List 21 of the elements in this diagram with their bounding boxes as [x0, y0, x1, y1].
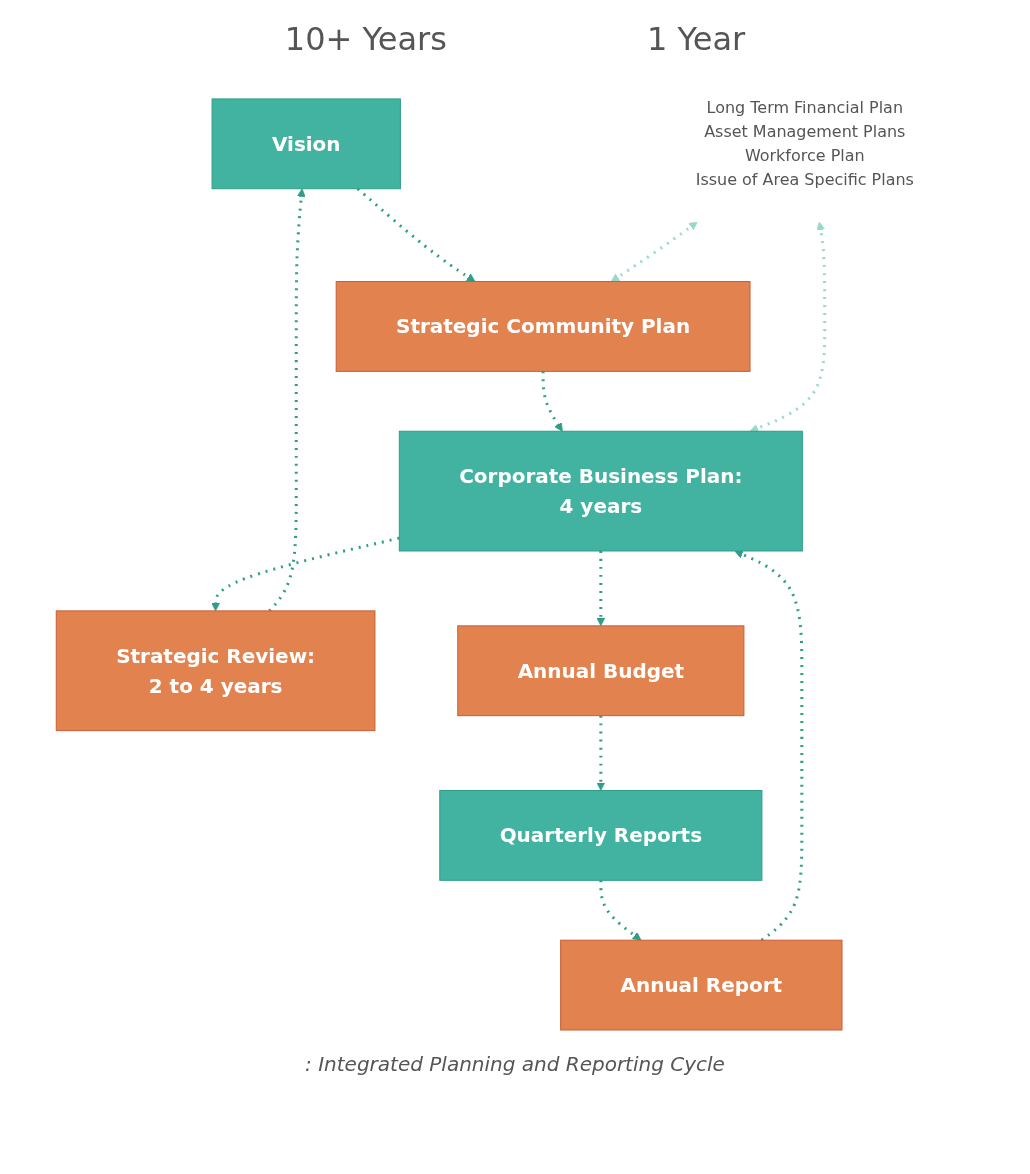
caption: : Integrated Planning and Reporting Cycle [305, 1052, 725, 1076]
arrow [268, 188, 306, 612]
arrow [541, 371, 563, 432]
arrow [596, 715, 606, 791]
arrow [734, 550, 804, 942]
arrow [356, 187, 476, 282]
node-box: Strategic Community Plan [335, 281, 751, 372]
node-box: Annual Budget [457, 625, 745, 717]
node-box: Vision [211, 98, 401, 190]
arrow [610, 221, 698, 282]
arrow [596, 551, 606, 627]
arrow [211, 536, 400, 612]
period-label: 10+ Years [284, 20, 447, 58]
node-box: Corporate Business Plan: 4 years [398, 430, 803, 552]
arrow [599, 880, 642, 941]
period-label: 1 Year [646, 20, 746, 58]
arrow [749, 221, 827, 433]
node-box: Strategic Review: 2 to 4 years [55, 610, 376, 732]
node-box: Quarterly Reports [439, 790, 763, 881]
node-text: Long Term Financial Plan Asset Management Plans Workforce Plan Issue of Area Specific Plans [695, 97, 914, 189]
node-box: Annual Report [560, 939, 843, 1031]
